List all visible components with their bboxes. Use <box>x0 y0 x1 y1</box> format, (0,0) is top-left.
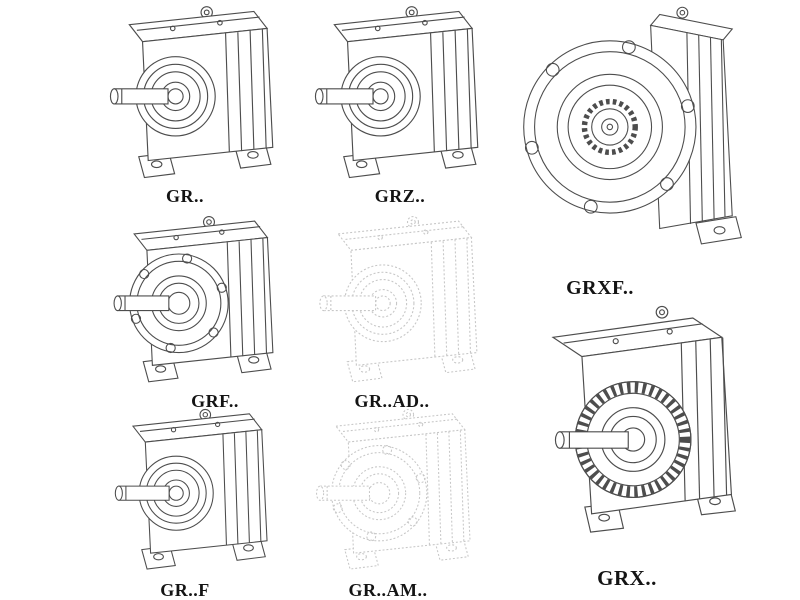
figure-grx: GRX.. <box>500 296 770 590</box>
figure-grz: GRZ.. <box>290 2 490 206</box>
figure-grf-foot: GR..F <box>85 405 285 600</box>
figure-grxf: GRXF.. <box>505 0 760 299</box>
figure-gr: GR.. <box>85 2 285 206</box>
gearbox-flange-isometric-icon <box>114 217 273 382</box>
grf-flange-mounted-reducer-drawing <box>88 212 288 390</box>
figure-label-grz: GRZ.. <box>374 186 426 206</box>
gearbox-flange-front-icon <box>524 7 742 244</box>
figure-label-gram: GR..AM.. <box>348 580 428 600</box>
figure-label-grf-foot: GR..F <box>160 580 210 600</box>
gram-flange-adapter-reducer-drawing <box>288 405 488 577</box>
grf-foot-reducer-drawing <box>85 405 285 577</box>
figure-gram: GR..AM.. <box>288 405 488 600</box>
gearbox-finned-isometric-icon <box>553 306 735 532</box>
gearbox-isometric-ghost-icon <box>320 217 477 382</box>
gearbox-flange-ghost-icon <box>317 409 470 569</box>
gr-foot-mounted-reducer-drawing <box>85 2 285 186</box>
grz-foot-mounted-reducer-drawing <box>290 2 490 186</box>
figure-label-grx: GRX.. <box>597 566 657 590</box>
grxf-flange-reducer-drawing <box>505 0 760 272</box>
gearbox-isometric-icon <box>315 7 477 178</box>
figure-grad: GR..AD.. <box>292 212 492 411</box>
figure-label-gr: GR.. <box>166 186 204 206</box>
figure-label-grxf: GRXF.. <box>566 277 634 299</box>
gearbox-isometric-icon <box>110 7 272 178</box>
figure-grf: GRF.. <box>88 212 288 411</box>
gearbox-isometric-icon <box>115 409 267 569</box>
grx-finned-reducer-drawing <box>500 296 770 558</box>
grad-adapter-reducer-drawing <box>292 212 492 390</box>
figure-label-grad: GR..AD.. <box>354 391 430 411</box>
figure-label-grf: GRF.. <box>191 391 239 411</box>
